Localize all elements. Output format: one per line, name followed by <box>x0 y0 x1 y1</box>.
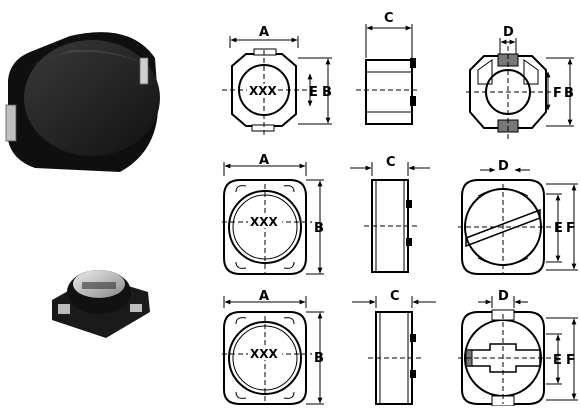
row-3-bottom-view: D E F <box>458 289 578 407</box>
small-smd-inductor-photo <box>52 270 150 338</box>
row-3-bottom-dim-e-label: E <box>553 353 562 368</box>
row-2-bottom-dim-f-label: F <box>566 221 575 236</box>
row-3-top-dim-a-label: A <box>259 289 269 304</box>
row-2-bottom-dim-e-label: E <box>554 221 563 236</box>
row-3-top-marking-text: XXX <box>250 347 279 361</box>
row-2-top-dim-a-label: A <box>259 153 269 168</box>
row-2-side-view: C <box>350 155 430 273</box>
row-2-top-view: XXX A B <box>222 153 324 275</box>
row-1-top-marking-text: XXX <box>249 84 278 98</box>
row-1-side-view: C <box>356 11 420 125</box>
row-3-top-dim-b-label: B <box>314 351 324 366</box>
row-1-top-dim-a-label: A <box>259 25 269 40</box>
row-1-top-dim-e-label: E <box>309 85 318 100</box>
row-2-top-marking-text: XXX <box>250 215 279 229</box>
row-1-bottom-view: D F B <box>466 25 574 140</box>
row-1-bottom-dim-b-label: B <box>564 86 574 101</box>
row-1-side-dim-c-label: C <box>384 11 394 26</box>
row-2-bottom-view: D E F <box>458 159 578 275</box>
row-1-top-view: A E B XXX <box>222 25 332 136</box>
row-3-bottom-dim-f-label: F <box>566 353 575 368</box>
row-2-side-dim-c-label: C <box>386 155 396 170</box>
row-3-bottom-dim-d-label: D <box>498 289 509 304</box>
row-2-bottom-dim-d-label: D <box>498 159 509 174</box>
row-1-bottom-dim-d-label: D <box>503 25 514 40</box>
large-smd-inductor-photo <box>5 32 160 172</box>
row-3-top-view: XXX A B <box>222 289 324 405</box>
row-1-bottom-dim-f-label: F <box>553 86 562 101</box>
row-3-side-dim-c-label: C <box>390 289 400 304</box>
row-2-top-dim-b-label: B <box>314 221 324 236</box>
row-3-side-view: C <box>352 289 436 405</box>
row-1-top-dim-b-label: B <box>322 85 332 100</box>
